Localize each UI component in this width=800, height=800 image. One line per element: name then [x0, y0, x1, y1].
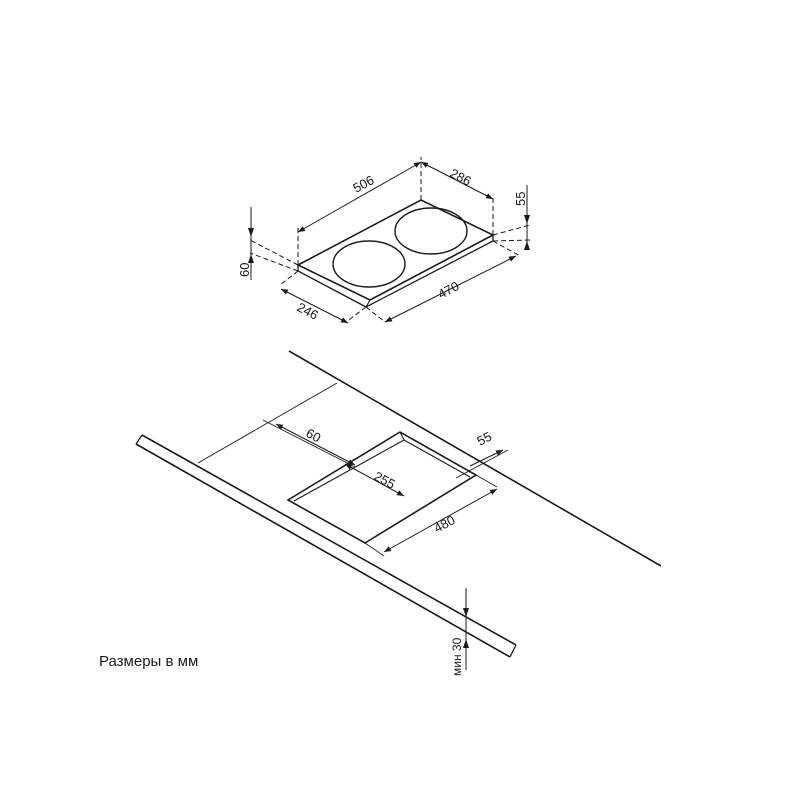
dim-line-246: [280, 288, 349, 324]
hob-drawing: [248, 157, 531, 324]
dim-label-480: 480: [431, 512, 457, 535]
dim-label-60-cutout: 60: [304, 425, 324, 445]
dim-label-60-left: 60: [237, 263, 252, 277]
worktop-back-edge: [288, 350, 662, 567]
dim-label-506: 506: [350, 172, 376, 195]
dim-label-286: 286: [448, 165, 474, 188]
dim-line-60-cutout: [275, 423, 356, 466]
dim-line-506: [297, 161, 422, 233]
dim-line-480: [383, 488, 498, 553]
dim-label-min30: мин 30: [450, 637, 464, 676]
dim-label-246: 246: [295, 299, 321, 322]
units-note: Размеры в мм: [99, 653, 199, 670]
dim-line-470: [384, 255, 517, 323]
dim-label-470: 470: [435, 278, 461, 301]
worktop-drawing: [135, 350, 662, 658]
dim-line-286: [420, 161, 494, 200]
dim-label-55-top: 55: [513, 192, 528, 206]
dim-line-55-cutout: [469, 449, 504, 467]
worktop-front-edge-top: [141, 434, 517, 646]
dim-label-55-cutout: 55: [474, 429, 494, 449]
worktop-front-edge-bottom: [135, 443, 511, 658]
